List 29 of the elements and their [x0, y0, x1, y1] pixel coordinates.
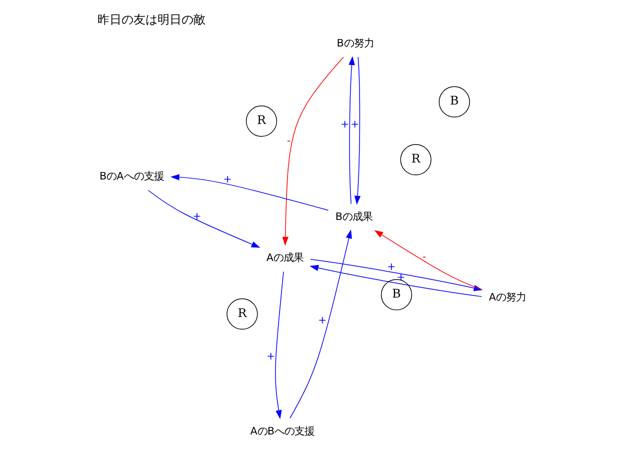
edge-label: + — [222, 173, 232, 186]
node-text: AのBへの支援 — [250, 425, 314, 438]
arrow — [354, 56, 360, 205]
node-text: Aの成果 — [266, 252, 303, 264]
edge-label: + — [318, 314, 326, 326]
label: B — [392, 286, 400, 301]
edge-label: + — [350, 118, 359, 131]
edge-label: + — [266, 350, 275, 362]
edge-label: - — [422, 250, 426, 263]
label: R — [256, 112, 266, 127]
edge-label: - — [286, 134, 290, 147]
edge-label: + — [386, 261, 396, 274]
label: R — [237, 306, 246, 320]
arrow — [282, 56, 344, 246]
arrow — [170, 174, 328, 211]
arrow — [274, 271, 284, 420]
arrow — [147, 190, 260, 248]
edge-label: + — [340, 118, 349, 131]
arrow — [289, 230, 352, 418]
arrow — [348, 56, 354, 204]
node-text: Aの努力 — [488, 292, 526, 304]
label: R — [410, 152, 420, 166]
label: B — [450, 94, 458, 108]
node-text: Bの成果 — [334, 210, 372, 223]
arrow — [374, 230, 482, 290]
diagram-title: 昨日の友は明日の敵 — [97, 12, 206, 27]
edge-label: + — [192, 210, 201, 223]
node-text: BのAへの支援 — [99, 170, 164, 183]
node-text: Bの努力 — [336, 37, 374, 50]
